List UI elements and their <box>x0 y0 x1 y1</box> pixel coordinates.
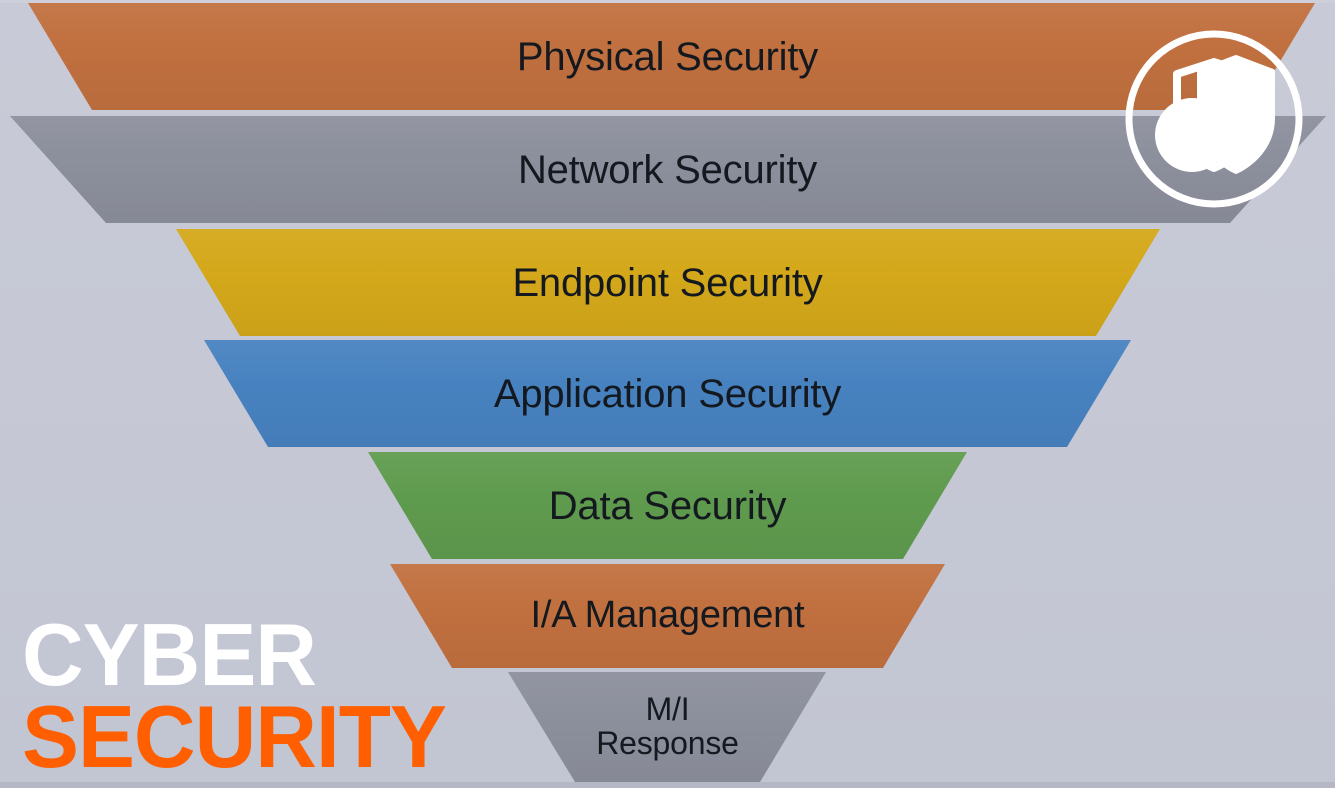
pyramid-layer: Endpoint Security <box>0 229 1335 336</box>
pyramid-layer-shape <box>204 340 1131 447</box>
top-edge-strip <box>0 0 1335 3</box>
pyramid-layer: Application Security <box>0 340 1335 447</box>
bottom-edge-strip <box>0 782 1335 788</box>
headline-line-cyber: CYBER <box>22 605 317 705</box>
pyramid-layer-shape <box>175 229 1161 336</box>
shield-gear-icon <box>1121 26 1307 212</box>
headline-line-security: SECURITY <box>22 687 447 787</box>
pyramid-layer-shape <box>28 3 1316 110</box>
pyramid-layer-shape <box>390 564 945 668</box>
pyramid-layer: Data Security <box>0 452 1335 559</box>
headline: CYBER SECURITY <box>22 605 459 787</box>
pyramid-layer-shape <box>367 452 968 559</box>
pyramid-layer-shape <box>10 116 1326 223</box>
